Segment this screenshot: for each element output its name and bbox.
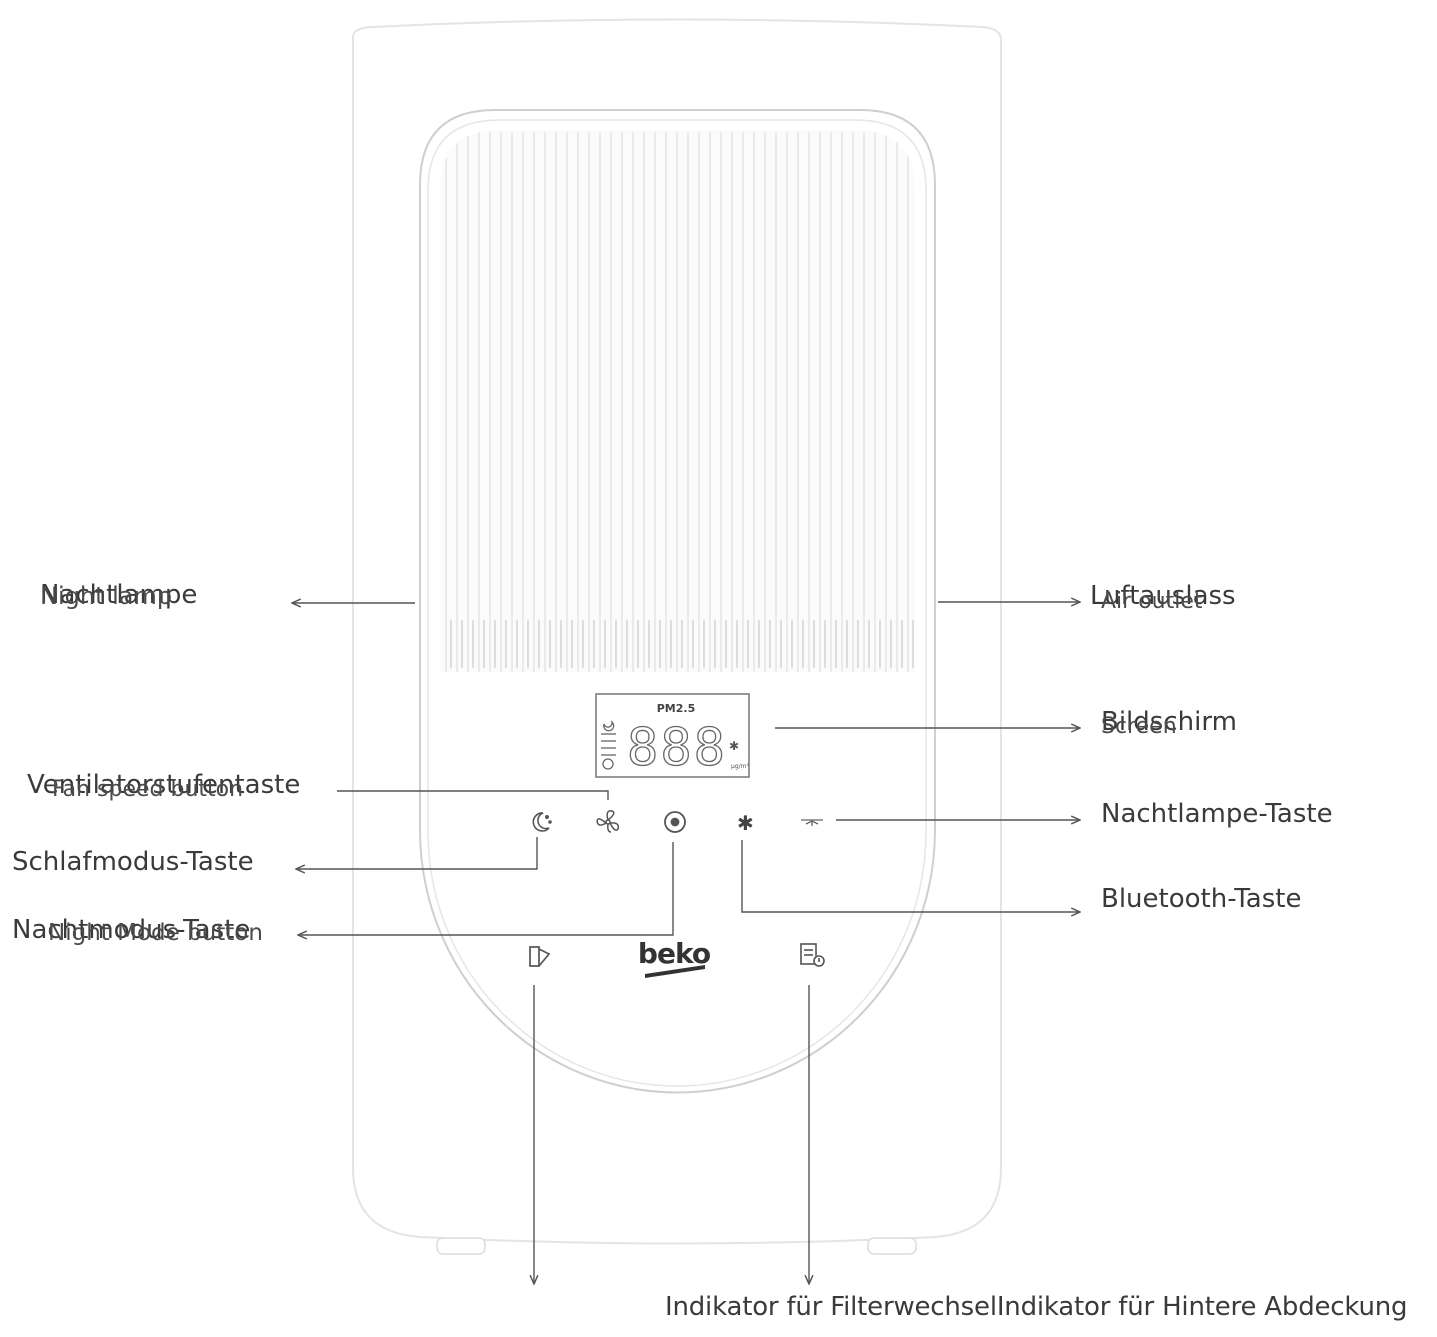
label-air-outlet-de: Luftauslass (1090, 581, 1236, 611)
label-air-outlet-en: Air outlet (1101, 589, 1203, 614)
label-screen-en: Screen (1101, 714, 1177, 739)
night-lamp-icon (801, 819, 823, 826)
display-bluetooth-icon: ✱ (729, 739, 739, 753)
fan-icon (596, 810, 620, 833)
label-fan-speed-en: Fan speed button (52, 777, 244, 802)
label-fan-speed-de: Ventilatorstufentaste (27, 770, 301, 800)
label-sleep-mode: Schlafmodus-Taste (12, 847, 254, 877)
display-digits: 888 (627, 718, 727, 778)
label-night-lamp-de: Nachtlampe (40, 580, 198, 610)
label-screen-de: Bildschirm (1101, 707, 1237, 737)
foot-left (436, 1237, 486, 1255)
foot-right (867, 1237, 917, 1255)
front-panel-inner (427, 119, 927, 1087)
filter-change-indicator-icon (800, 943, 825, 967)
leader-bluetooth (741, 840, 1080, 912)
label-bottom-indicators: Indikator für FilterwechselIndikator für… (665, 1292, 1408, 1322)
front-panel-outer (419, 109, 936, 1094)
label-night-lamp-en: Night lamp (40, 582, 173, 610)
beko-logo-text: beko (638, 937, 711, 970)
sleep-mode-icon (532, 812, 552, 832)
label-night-lamp-button: Nachtlampe-Taste (1101, 799, 1333, 829)
beko-logo: beko (638, 937, 712, 978)
display-pm25-label: PM2.5 (657, 702, 696, 715)
label-night-mode-en: Night Mode button (48, 920, 263, 946)
display-unit: μg/m³ (731, 763, 749, 770)
leader-fan-speed (337, 790, 609, 800)
bluetooth-icon: ✱ (737, 811, 754, 835)
label-bluetooth-button: Bluetooth-Taste (1101, 884, 1302, 914)
back-cover-indicator-icon (529, 946, 551, 967)
air-outlet-grill (440, 130, 915, 672)
night-mode-icon (664, 811, 686, 833)
display-fan-bars (601, 720, 616, 770)
lcd-display: PM2.5 888 μg/m³ ✱ (595, 693, 750, 779)
leader-night-mode (298, 842, 674, 935)
label-night-mode-de: Nachtmodus-Taste (12, 915, 251, 945)
leader-sleep-mode (296, 837, 538, 869)
